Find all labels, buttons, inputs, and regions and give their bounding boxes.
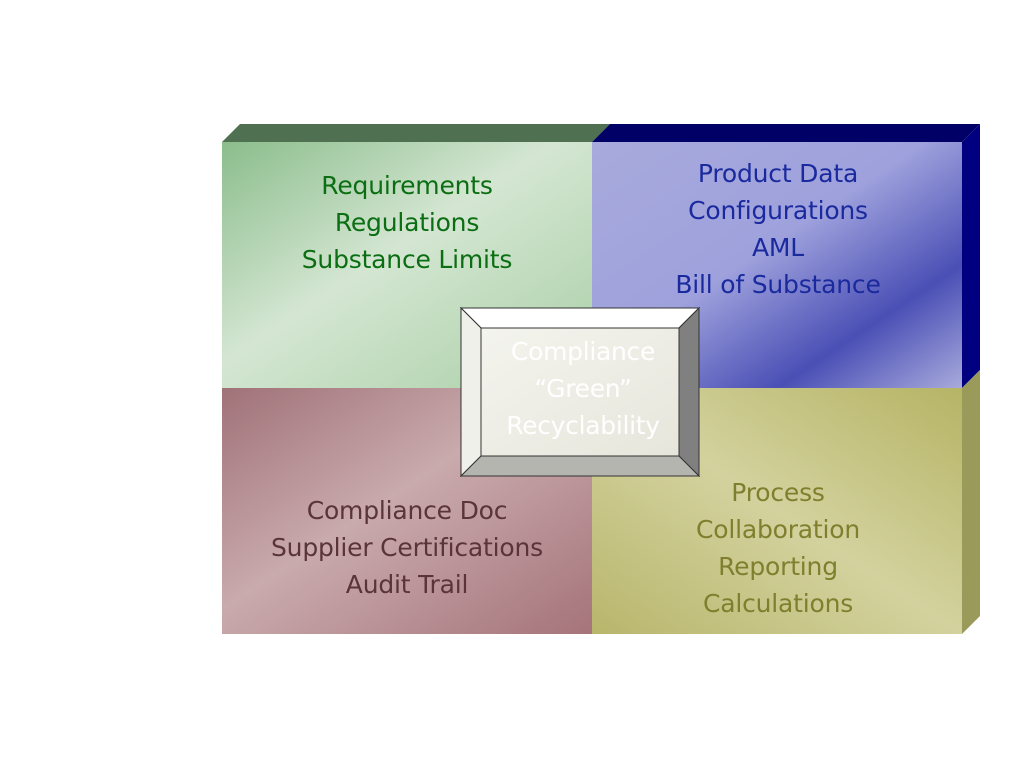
- center-bevel-top: [459, 307, 701, 329]
- block-top-green: [222, 124, 610, 142]
- bottom-right-line: Calculations: [702, 589, 854, 618]
- center-bevel-left: [460, 306, 482, 478]
- center-line: “Green”: [534, 374, 632, 403]
- block-side-navy: [962, 124, 980, 388]
- bottom-left-line: Audit Trail: [345, 570, 469, 599]
- top-left-line: Substance Limits: [301, 245, 513, 274]
- top-right-text: Product Data Configurations AML Bill of …: [592, 155, 964, 303]
- top-left-line: Requirements: [321, 171, 493, 200]
- top-right-line: Product Data: [697, 159, 859, 188]
- bottom-right-line: Collaboration: [695, 515, 860, 544]
- bottom-right-line: Reporting: [718, 552, 838, 581]
- bottom-left-line: Supplier Certifications: [271, 533, 543, 562]
- top-right-line: AML: [751, 233, 804, 262]
- top-left-line: Regulations: [334, 208, 480, 237]
- center-text: Compliance “Green” Recyclability: [482, 333, 684, 444]
- center-bevel-box: [459, 306, 701, 478]
- bottom-right-line: Process: [731, 478, 825, 507]
- bottom-right-text: Process Collaboration Reporting Calculat…: [592, 474, 964, 622]
- center-bevel-bottom: [459, 455, 701, 477]
- center-face: [480, 327, 680, 457]
- block-top-navy: [592, 124, 980, 142]
- top-right-line: Configurations: [688, 196, 868, 225]
- center-line: Compliance: [510, 337, 656, 366]
- top-left-text: Requirements Regulations Substance Limit…: [222, 167, 592, 278]
- bottom-left-line: Compliance Doc: [306, 496, 508, 525]
- center-line: Recyclability: [506, 411, 660, 440]
- top-right-line: Bill of Substance: [675, 270, 881, 299]
- block-side-olive: [962, 370, 980, 634]
- bottom-left-text: Compliance Doc Supplier Certifications A…: [222, 492, 592, 603]
